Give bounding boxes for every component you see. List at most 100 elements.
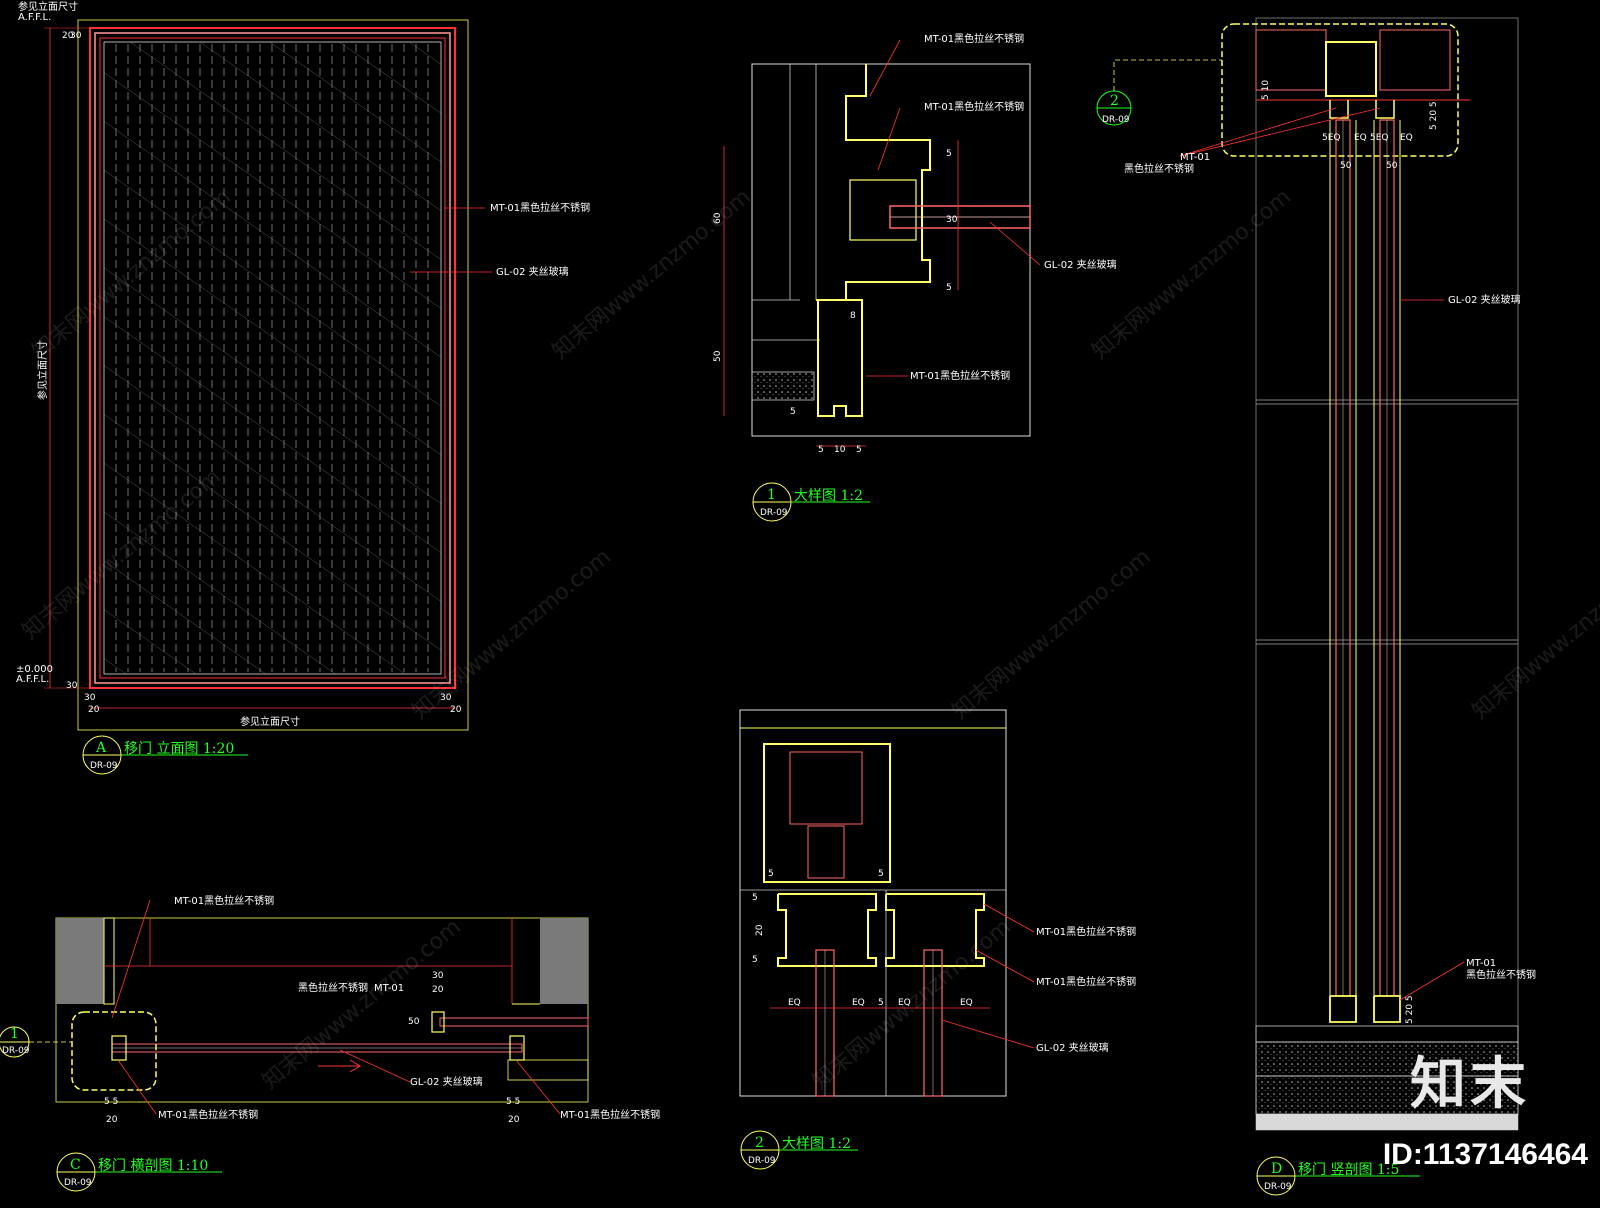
detail-2-dim-eq-3: EQ [898, 998, 911, 1008]
dim-20-left: 20 [88, 705, 100, 715]
detail-2-title-block: 2 DR-09 大样图 1:2 [740, 1130, 858, 1170]
detail-1-dim-5-bottom: 5 [946, 283, 952, 293]
zero-level-label: ±0.000 [16, 664, 53, 675]
detail-view-1: 60 50 5 30 5 8 5 5 10 5 MT-01黑色拉丝不锈钢 MT-… [713, 32, 1117, 522]
section-d-callout-mt01-code-bottom: MT-01 [1466, 958, 1496, 969]
section-c-dim-55-left: 5 5 [104, 1097, 118, 1107]
affl-label-top: A.F.F.L. [18, 12, 51, 23]
detail-2-dim-5-d: 5 [752, 955, 758, 965]
section-d-callout-gl02: GL-02 夹丝玻璃 [1448, 293, 1521, 306]
detail-1-dim-50: 50 [713, 350, 723, 362]
dim-30-left: 30 [84, 693, 96, 703]
detail-2-letter: 2 [755, 1135, 764, 1151]
watermark-7: 知末网www.znzmo.com [1468, 544, 1600, 724]
section-view-c: 1 DR-09 MT-01黑色拉丝不锈钢 黑色拉丝不锈钢 MT-01 GL-02… [0, 894, 660, 1192]
marker-1-letter: 1 [10, 1026, 19, 1042]
bottom-reference-label: 参见立面尺寸 [240, 715, 300, 728]
watermark-3: 知末网www.znzmo.com [1088, 184, 1296, 364]
view-d-title-block: D DR-09 移门 竖剖图 1:5 [1256, 1156, 1420, 1196]
detail-2-dim-eq-1: EQ [788, 998, 801, 1008]
elevation-callout-gl02: GL-02 夹丝玻璃 [496, 265, 569, 278]
detail-2-callout-mt01-b: MT-01黑色拉丝不锈钢 [1036, 975, 1136, 988]
view-a-sheet: DR-09 [90, 761, 118, 771]
view-c-letter: C [70, 1157, 81, 1173]
resource-id: ID:1137146464 [1382, 1138, 1588, 1171]
section-c-callout-mt01-left: MT-01黑色拉丝不锈钢 [158, 1108, 258, 1121]
section-c-callout-gl02: GL-02 夹丝玻璃 [410, 1075, 483, 1088]
section-c-dim-20-right: 20 [508, 1115, 520, 1125]
section-c-callout-split-b: MT-01 [374, 983, 404, 994]
section-d-dim-50-b: 50 [1386, 161, 1398, 171]
detail-1-letter: 1 [767, 487, 776, 503]
dim-30-top: 30 [70, 31, 82, 41]
detail-2-callout-mt01-a: MT-01黑色拉丝不锈钢 [1036, 925, 1136, 938]
detail-1-dim-60: 60 [713, 212, 723, 224]
section-c-dim-20: 20 [432, 985, 444, 995]
detail-2-dim-5-e: 5 [878, 998, 884, 1008]
view-d-title: 移门 竖剖图 1:5 [1298, 1162, 1399, 1178]
detail-1-callout-mt01-a: MT-01黑色拉丝不锈钢 [924, 32, 1024, 45]
top-reference-label: 参见立面尺寸 [18, 0, 78, 13]
detail-2-title: 大样图 1:2 [782, 1136, 851, 1152]
section-c-callout-mt01-right: MT-01黑色拉丝不锈钢 [560, 1108, 660, 1121]
detail-1-title: 大样图 1:2 [794, 488, 863, 504]
watermark-9: 知末网www.znzmo.com [808, 914, 1016, 1094]
section-d-dim-5eq-2: 5EQ [1370, 133, 1389, 143]
marker-2-sheet: DR-09 [1102, 115, 1130, 125]
detail-1-dim-5-left: 5 [818, 445, 824, 455]
detail-1-dim-30: 30 [946, 215, 958, 225]
section-c-dim-50: 50 [408, 1017, 420, 1027]
detail-2-callout-gl02: GL-02 夹丝玻璃 [1036, 1041, 1109, 1054]
detail-2-dim-eq-2: EQ [852, 998, 865, 1008]
section-d-callout-mt01-text-bottom: 黑色拉丝不锈钢 [1466, 968, 1536, 981]
section-d-callout-mt01-text-top: 黑色拉丝不锈钢 [1124, 162, 1194, 175]
detail-2-sheet: DR-09 [748, 1156, 776, 1166]
marker-1-sheet: DR-09 [2, 1046, 30, 1056]
view-c-title: 移门 横剖图 1:10 [98, 1158, 208, 1174]
elevation-callout-mt01: MT-01黑色拉丝不锈钢 [490, 201, 590, 214]
brand-logo: 知末 [1410, 1052, 1530, 1117]
section-d-dim-50-a: 50 [1340, 161, 1352, 171]
detail-2-dim-5-c: 5 [752, 893, 758, 903]
section-c-dim-20-left: 20 [106, 1115, 118, 1125]
dim-20-top: 20 [62, 31, 74, 41]
section-d-dim-5eq-1: 5EQ [1322, 133, 1341, 143]
section-d-dim-510: 5 10 [1261, 80, 1271, 100]
section-view-d: 2 DR-09 5 10 5 20 5 5EQ EQ 5EQ EQ 50 50 … [1096, 17, 1536, 1196]
detail-1-dim-5-right: 5 [856, 445, 862, 455]
affl-label-bottom: A.F.F.L. [16, 674, 49, 685]
detail-1-title-block: 1 DR-09 大样图 1:2 [752, 482, 870, 522]
watermark-8: 知末网www.znzmo.com [258, 914, 466, 1094]
dim-30-bottom: 30 [66, 681, 78, 691]
detail-2-dim-20: 20 [755, 924, 765, 936]
detail-1-dim-5-top: 5 [946, 149, 952, 159]
section-d-dim-eq-1: EQ [1354, 133, 1367, 143]
marker-2-letter: 2 [1110, 93, 1119, 109]
section-c-callout-mt01-top: MT-01黑色拉丝不锈钢 [174, 894, 274, 907]
detail-1-sheet: DR-09 [760, 508, 788, 518]
elevation-vertical-strips [115, 44, 429, 672]
section-d-dim-520-top: 5 20 5 [1429, 101, 1439, 130]
detail-1-callout-gl02: GL-02 夹丝玻璃 [1044, 258, 1117, 271]
detail-1-dim-10: 10 [834, 445, 846, 455]
section-c-callout-split-a: 黑色拉丝不锈钢 [298, 981, 368, 994]
section-d-dim-520-bottom: 5 20 5 [1405, 995, 1415, 1024]
watermark-6: 知末网www.znzmo.com [948, 544, 1156, 724]
section-d-callout-mt01-code-top: MT-01 [1180, 152, 1210, 163]
detail-1-dim-5-side: 5 [790, 407, 796, 417]
section-c-dim-30: 30 [432, 971, 444, 981]
section-d-dim-eq-2: EQ [1400, 133, 1413, 143]
view-a-title-block: A DR-09 移门 立面图 1:20 [82, 735, 248, 775]
elevation-view-a: 参见立面尺寸 A.F.F.L. 参见立面尺寸 ±0.000 A.F.F.L. 2… [16, 0, 590, 775]
detail-2-dim-eq-4: EQ [960, 998, 973, 1008]
view-a-title: 移门 立面图 1:20 [124, 741, 234, 757]
detail-1-dim-8: 8 [850, 311, 856, 321]
dim-20-right: 20 [450, 705, 462, 715]
view-d-sheet: DR-09 [1264, 1182, 1292, 1192]
view-d-letter: D [1271, 1161, 1282, 1177]
detail-1-callout-mt01-b: MT-01黑色拉丝不锈钢 [924, 100, 1024, 113]
detail-1-callout-mt01-c: MT-01黑色拉丝不锈钢 [910, 369, 1010, 382]
detail-view-2: 5 5 5 20 5 EQ EQ 5 EQ EQ MT-01黑色拉丝不锈钢 MT… [739, 709, 1136, 1170]
view-a-letter: A [95, 740, 107, 756]
